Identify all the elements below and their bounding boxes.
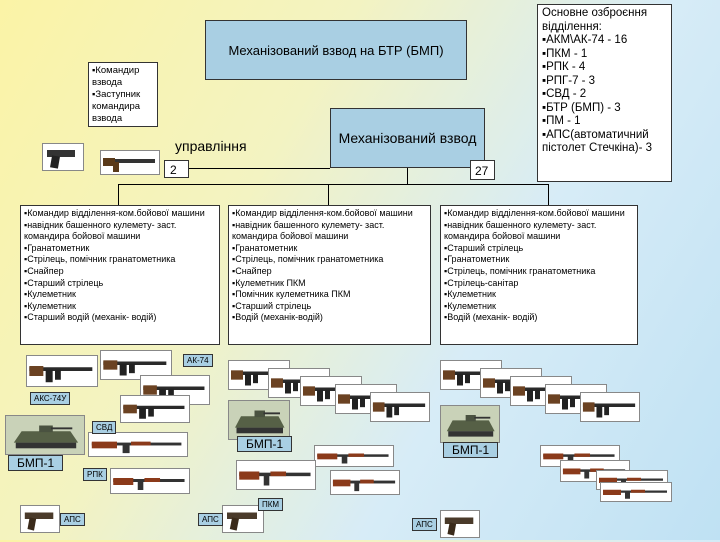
squad-item: ▪Стрілець, помічник гранатометника xyxy=(444,265,596,276)
rifle-image xyxy=(88,432,188,457)
bmp-image xyxy=(228,400,290,440)
connector-horizontal-bus xyxy=(118,184,548,185)
tag-aps-1: АПС xyxy=(60,513,85,526)
armament-box: Основне озброєння відділення: ▪АКМ\АК-74… xyxy=(537,4,672,182)
bmp-image xyxy=(440,405,500,443)
armament-item: ▪ПМ - 1 xyxy=(542,115,581,127)
squad-item: ▪Гранатометник xyxy=(24,242,90,253)
armament-item: ▪СВД - 2 xyxy=(542,88,587,100)
rifle-image xyxy=(120,395,190,423)
squad-item: ▪Кулеметник xyxy=(444,300,496,311)
command-item: ▪Командир взвода xyxy=(92,65,140,88)
title-text: Механізований взвод на БТР (БМП) xyxy=(228,42,444,58)
armament-heading: Основне озброєння відділення: xyxy=(542,7,648,33)
armament-item: ▪РПГ-7 - 3 xyxy=(542,74,596,87)
squad-item: ▪Стрілець-санітар xyxy=(444,277,519,288)
armament-item: ▪АПС(автоматичний пістолет Стечкіна)- 3 xyxy=(542,128,653,155)
rifle-image xyxy=(330,470,400,495)
tag-bmp1-left: БМП-1 xyxy=(8,455,64,471)
squad-item: ▪Старший стрілець xyxy=(232,300,312,311)
squad-item: ▪Кулеметник ПКМ xyxy=(232,277,306,288)
rifle-image xyxy=(26,355,98,387)
pistol-image xyxy=(42,143,84,171)
rifle-image xyxy=(580,392,640,422)
platoon-box: Механізований взвод xyxy=(330,108,485,168)
tag-rpk: РПК xyxy=(83,468,107,481)
tag-bmp1-right: БМП-1 xyxy=(443,442,499,458)
pistol-image xyxy=(222,505,264,533)
connector-squad2 xyxy=(328,184,329,205)
armament-item: ▪РПК - 4 xyxy=(542,61,586,73)
squad-item: ▪Водій (механік-водій) xyxy=(232,312,323,323)
command-item: ▪Заступник командира взвода xyxy=(92,89,141,124)
squad-item: ▪навідник башенного кулемету- заст. кома… xyxy=(24,219,177,242)
squad-item: ▪Водій (механік- водій) xyxy=(444,312,538,323)
squad-item: ▪Гранатометник xyxy=(444,254,510,265)
rifle-image xyxy=(100,150,160,175)
squad-item: ▪Гранатометник xyxy=(232,242,298,253)
squad-2-box: ▪Командир відділення-ком.бойової машини … xyxy=(228,205,431,345)
tag-ak74: АК-74 xyxy=(183,354,213,367)
armament-item: ▪ПКМ - 1 xyxy=(542,47,588,60)
squad-item: ▪Снайпер xyxy=(24,265,64,276)
management-label: управління xyxy=(175,138,247,154)
connector-management xyxy=(189,168,330,169)
squad-item: ▪Стрілець, помічник гранатометника xyxy=(232,254,384,265)
squad-item: ▪Командир відділення-ком.бойової машини xyxy=(444,208,625,218)
armament-item: ▪БТР (БМП) - 3 xyxy=(542,101,621,114)
pistol-image xyxy=(20,505,60,533)
squad-item: ▪Кулеметник xyxy=(444,289,496,300)
tag-pkm: ПКМ xyxy=(258,498,284,511)
tag-svd: СВД xyxy=(92,421,117,434)
page-title: Механізований взвод на БТР (БМП) xyxy=(205,20,467,80)
squad-item: ▪Старший стрілець xyxy=(444,242,524,253)
squad-item: ▪Старший водій (механік- водій) xyxy=(24,312,157,323)
squad-item: ▪Командир відділення-ком.бойової машини xyxy=(24,208,205,218)
squad-item: ▪Кулеметник xyxy=(24,289,76,300)
squad-item: ▪Кулеметник xyxy=(24,300,76,311)
pistol-image xyxy=(440,510,480,538)
squad-1-box: ▪Командир відділення-ком.бойової машини … xyxy=(20,205,220,345)
tag-aks74u: АКС-74У xyxy=(30,392,71,405)
squad-item: ▪Старший стрілець xyxy=(24,277,104,288)
squad-item: ▪Снайпер xyxy=(232,265,272,276)
rifle-image xyxy=(370,392,430,422)
squad-item: ▪навідник башенного кулемету- заст. кома… xyxy=(232,219,385,242)
tag-bmp1-center: БМП-1 xyxy=(237,436,293,452)
squad-item: ▪Стрілець, помічник гранатометника xyxy=(24,254,176,265)
platoon-label: Механізований взвод xyxy=(338,129,477,146)
squad-item: ▪навідник башенного кулемету- заст. кома… xyxy=(444,219,597,242)
squad-3-box: ▪Командир відділення-ком.бойової машини … xyxy=(440,205,638,345)
machine-gun-image xyxy=(236,460,316,490)
platoon-count: 27 xyxy=(470,160,495,180)
rifle-image xyxy=(600,482,672,502)
connector-squad3 xyxy=(548,184,549,205)
rifle-image xyxy=(110,468,190,494)
rifle-image xyxy=(314,445,394,467)
management-count: 2 xyxy=(164,160,189,178)
connector-squad1 xyxy=(118,184,119,205)
connector-platoon-vertical xyxy=(407,168,408,184)
tag-aps-3: АПС xyxy=(412,518,437,531)
tag-aps-2: АПС xyxy=(198,513,223,526)
bmp-image xyxy=(5,415,85,455)
squad-item: ▪Командир відділення-ком.бойової машини xyxy=(232,208,413,218)
squad-item: ▪Помічник кулеметника ПКМ xyxy=(232,289,351,300)
command-box: ▪Командир взвода ▪Заступник командира вз… xyxy=(88,62,158,127)
armament-item: ▪АКМ\АК-74 - 16 xyxy=(542,34,628,46)
